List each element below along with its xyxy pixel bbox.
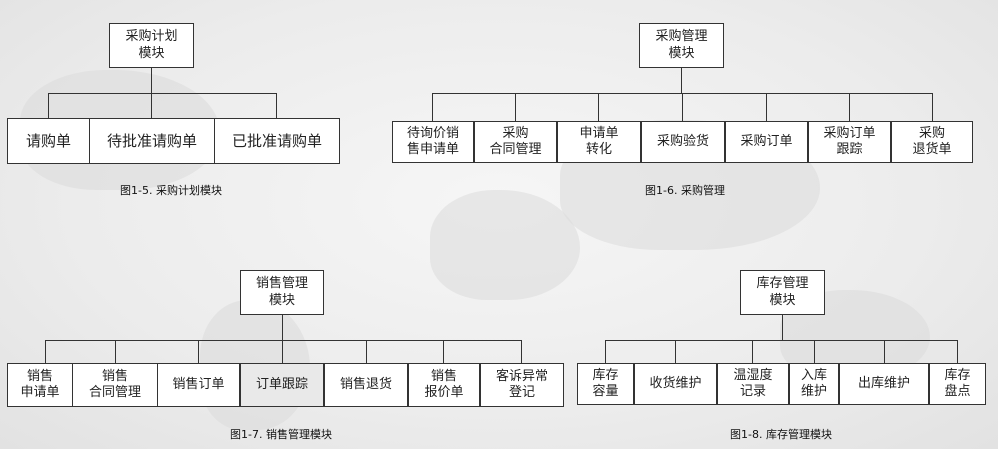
child-node: 销售 合同管理 [72,363,158,407]
connector [443,340,444,363]
connector [198,340,199,363]
child-node: 采购订单 [725,121,808,163]
child-node: 销售退货 [324,363,408,407]
root-node: 库存管理 模块 [740,270,825,315]
connector [814,340,815,363]
child-node: 采购 合同管理 [474,121,557,163]
connector [151,93,152,118]
child-node: 客诉异常 登记 [480,363,564,407]
connector [521,340,522,363]
child-node: 申请单 转化 [557,121,641,163]
connector [151,68,152,93]
child-node: 温湿度 记录 [717,363,789,405]
connector [282,340,283,363]
figure-caption: 图1-5. 采购计划模块 [120,184,222,197]
figure-caption: 图1-7. 销售管理模块 [230,428,332,441]
connector [45,340,522,341]
connector [282,315,283,340]
child-node: 待批准请购单 [89,118,215,164]
child-node: 待询价销 售申请单 [392,121,474,163]
root-node: 采购计划 模块 [109,23,194,68]
connector [598,93,599,121]
child-node: 采购验货 [641,121,725,163]
figure-caption: 图1-6. 采购管理 [645,184,725,197]
connector [45,340,46,363]
child-node: 销售 申请单 [7,363,73,407]
connector [766,93,767,121]
connector [115,340,116,363]
connector [681,68,682,93]
connector [605,340,958,341]
connector [48,93,277,94]
connector [849,93,850,121]
child-node: 请购单 [7,118,90,164]
connector [884,340,885,363]
child-node: 库存 盘点 [929,363,986,405]
connector [432,93,433,121]
connector [752,340,753,363]
child-node: 销售订单 [157,363,240,407]
connector [605,340,606,363]
child-node: 入库 维护 [789,363,839,405]
connector [782,315,783,340]
connector [366,340,367,363]
child-node: 出库维护 [839,363,929,405]
connector [675,340,676,363]
child-node: 收货维护 [634,363,717,405]
child-node: 库存 容量 [577,363,634,405]
figure-caption: 图1-8. 库存管理模块 [730,428,832,441]
child-node: 已批准请购单 [214,118,340,164]
connector [682,93,683,121]
root-node: 采购管理 模块 [639,23,724,68]
root-node: 销售管理 模块 [240,270,324,315]
connector [48,93,49,118]
connector [276,93,277,118]
connector [515,93,516,121]
child-node: 订单跟踪 [240,363,324,407]
connector [932,93,933,121]
child-node: 采购订单 跟踪 [808,121,891,163]
child-node: 采购 退货单 [891,121,973,163]
connector [957,340,958,363]
background-map-shape [430,190,580,300]
child-node: 销售 报价单 [408,363,480,407]
